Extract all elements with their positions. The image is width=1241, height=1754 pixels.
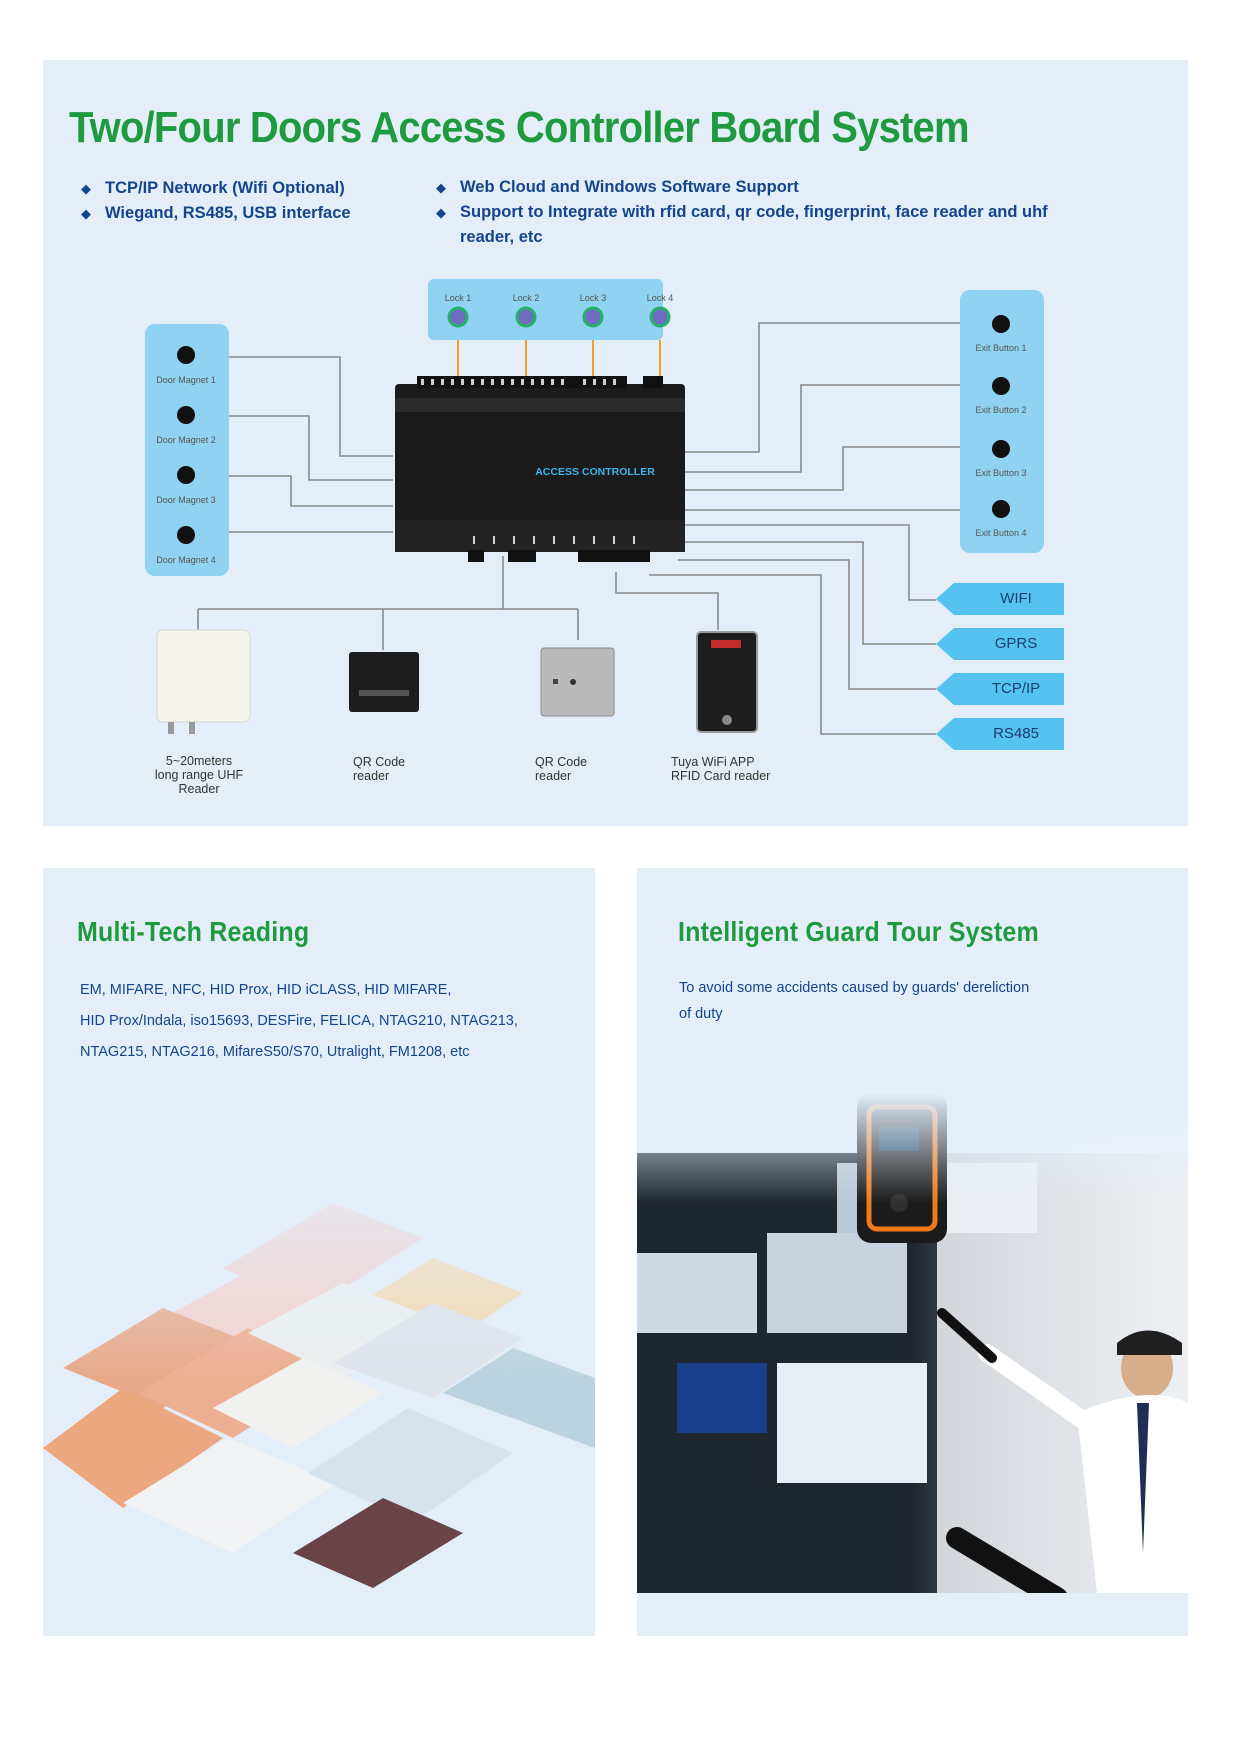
lock-group-box [428,279,663,340]
exit-button-3-label: Exit Button 3 [975,468,1026,478]
exit-button-2-label: Exit Button 2 [975,405,1026,415]
lock-3-icon [582,306,604,328]
guard-tour-image [637,1093,1188,1593]
tuya-reader-label: Tuya WiFi APP RFID Card reader [671,755,771,783]
exit-button-box [960,290,1044,553]
uhf-reader-icon [156,629,251,734]
lock-1-label: Lock 1 [445,293,472,303]
lock-2-label: Lock 2 [513,293,540,303]
lock-4-label: Lock 4 [647,293,674,303]
interface-wifi-label: WIFI [1000,590,1032,607]
guard-tour-title: Intelligent Guard Tour System [678,917,1039,948]
uhf-reader-label: 5~20meters long range UHF Reader [154,754,244,796]
lock-2-icon [515,306,537,328]
interface-tcpip-label: TCP/IP [991,680,1041,697]
lock-indicators [447,306,671,328]
interface-gprs-label: GPRS [994,635,1038,652]
door-magnet-4-icon [177,526,195,544]
exit-button-1-label: Exit Button 1 [975,343,1026,353]
door-magnet-3-icon [177,466,195,484]
door-magnet-4-label: Door Magnet 4 [156,555,216,565]
guard-tour-text: To avoid some accidents caused by guards… [679,980,1030,1022]
multi-tech-panel: Multi-Tech Reading EM, MIFARE, NFC, HID … [43,868,595,1636]
interface-tcpip-tag: TCP/IP [936,673,1064,705]
controller-label: ACCESS CONTROLLER [535,466,655,478]
exit-button-4-label: Exit Button 4 [975,528,1026,538]
door-magnet-1-label: Door Magnet 1 [156,375,216,385]
tuya-card-reader-icon [696,631,758,733]
qr-reader-2-label: QR Code reader [535,755,588,783]
multi-tech-title: Multi-Tech Reading [77,917,310,948]
access-controller-panel: Two/Four Doors Access Controller Board S… [43,60,1188,826]
card-types-text: EM, MIFARE, NFC, HID Prox, HID iCLASS, H… [80,975,518,1068]
access-controller-device: ACCESS CONTROLLER [395,376,685,562]
feature-list-left: TCP/IP Network (Wifi Optional) Wiegand, … [81,176,351,226]
card-types-line: HID Prox/Indala, iso15693, DESFire, FELI… [80,1013,518,1029]
exit-button-2-icon [992,377,1010,395]
door-magnet-2-icon [177,406,195,424]
interface-rs485-tag: RS485 [936,718,1064,750]
card-types-line: NTAG215, NTAG216, MifareS50/S70, Utralig… [80,1044,470,1060]
page-title: Two/Four Doors Access Controller Board S… [69,104,970,152]
exit-button-1-icon [992,315,1010,333]
lock-1-icon [447,306,469,328]
exit-button-4-icon [992,500,1010,518]
qr-reader-1-label: QR Code reader [353,755,406,783]
feature-item: Support to Integrate with rfid card, qr … [436,200,1076,250]
feature-list-right: Web Cloud and Windows Software Support S… [436,175,1076,250]
door-magnet-3-label: Door Magnet 3 [156,495,216,505]
interface-wifi-tag: WIFI [936,583,1064,615]
guard-tour-panel: Intelligent Guard Tour System To avoid s… [637,868,1188,1636]
rfid-cards-image [43,1118,595,1636]
door-magnet-box [145,324,229,576]
door-magnet-2-label: Door Magnet 2 [156,435,216,445]
feature-item: TCP/IP Network (Wifi Optional) [81,176,351,201]
interface-gprs-tag: GPRS [936,628,1064,660]
feature-item: Web Cloud and Windows Software Support [436,175,1076,200]
feature-item: Wiegand, RS485, USB interface [81,201,351,226]
qr-reader-1-icon [349,652,419,712]
exit-button-3-icon [992,440,1010,458]
lock-4-icon [649,306,671,328]
qr-reader-2-icon [540,647,615,717]
wiring-diagram: Lock 1 Lock 2 Lock 3 Lock 4 Door Magnet … [145,279,1044,735]
door-magnet-1-icon [177,346,195,364]
card-types-line: EM, MIFARE, NFC, HID Prox, HID iCLASS, H… [80,982,452,998]
interface-rs485-label: RS485 [993,725,1039,742]
lock-3-label: Lock 3 [580,293,607,303]
